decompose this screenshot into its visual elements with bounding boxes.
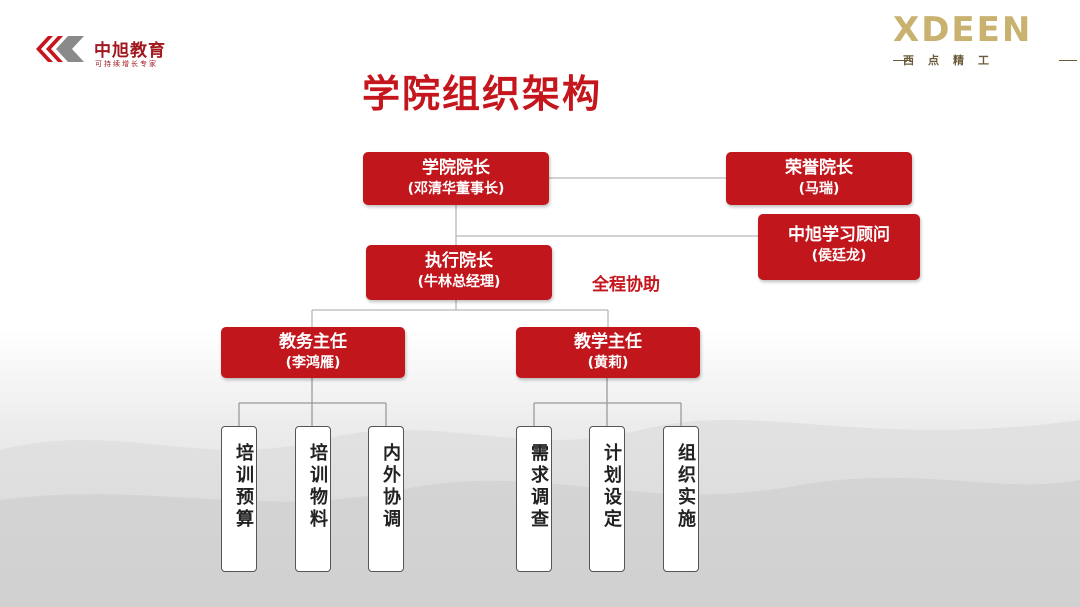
- task-label: 计划设定: [601, 443, 622, 531]
- task-label: 需求调查: [528, 443, 549, 531]
- zhongxu-logo: 中旭教育 可持续增长专家: [32, 28, 192, 72]
- advisor-person: (侯廷龙): [811, 248, 867, 264]
- teaching-person: (黄莉): [587, 355, 629, 371]
- advisor-box: 中旭学习顾问 (侯廷龙): [758, 214, 920, 280]
- task-box: 培训预算: [221, 426, 257, 572]
- academic-affairs-role: 教务主任: [279, 332, 347, 352]
- academic-affairs-box: 教务主任 (李鸿雁): [221, 327, 405, 378]
- logo-slogan: 可持续增长专家: [95, 60, 158, 68]
- teaching-box: 教学主任 (黄莉): [516, 327, 700, 378]
- task-box: 内外协调: [368, 426, 404, 572]
- dean-role: 学院院长: [422, 158, 490, 178]
- brand-wordmark: XDEEN: [893, 10, 1033, 50]
- task-label: 组织实施: [675, 443, 696, 531]
- task-box: 计划设定: [589, 426, 625, 572]
- advisor-role: 中旭学习顾问: [788, 225, 890, 245]
- task-box: 需求调查: [516, 426, 552, 572]
- task-box: 培训物料: [295, 426, 331, 572]
- task-box: 组织实施: [663, 426, 699, 572]
- xdeen-logo: XDEEN 西点精工: [893, 10, 1077, 67]
- honorary-dean-box: 荣誉院长 (马瑞): [726, 152, 912, 205]
- chevron-logo-icon: [36, 36, 84, 62]
- executive-dean-box: 执行院长 (牛林总经理): [366, 245, 552, 300]
- executive-dean-role: 执行院长: [425, 251, 493, 271]
- executive-dean-person: (牛林总经理): [417, 274, 501, 290]
- honorary-dean-person: (马瑞): [798, 181, 840, 197]
- academic-affairs-person: (李鸿雁): [285, 355, 341, 371]
- honorary-dean-role: 荣誉院长: [785, 158, 853, 178]
- teaching-role: 教学主任: [574, 332, 642, 352]
- brand-divider: [1059, 60, 1077, 61]
- dean-box: 学院院长 (邓清华董事长): [363, 152, 549, 205]
- logo-name: 中旭教育: [94, 41, 166, 61]
- brand-subtitle: 西点精工: [903, 54, 1003, 67]
- task-label: 培训预算: [233, 443, 254, 531]
- assist-label: 全程协助: [592, 275, 660, 295]
- brand-divider: [893, 60, 911, 61]
- task-label: 培训物料: [307, 443, 328, 531]
- task-label: 内外协调: [380, 443, 401, 531]
- dean-person: (邓清华董事长): [407, 181, 505, 197]
- page-title: 学院组织架构: [362, 72, 603, 116]
